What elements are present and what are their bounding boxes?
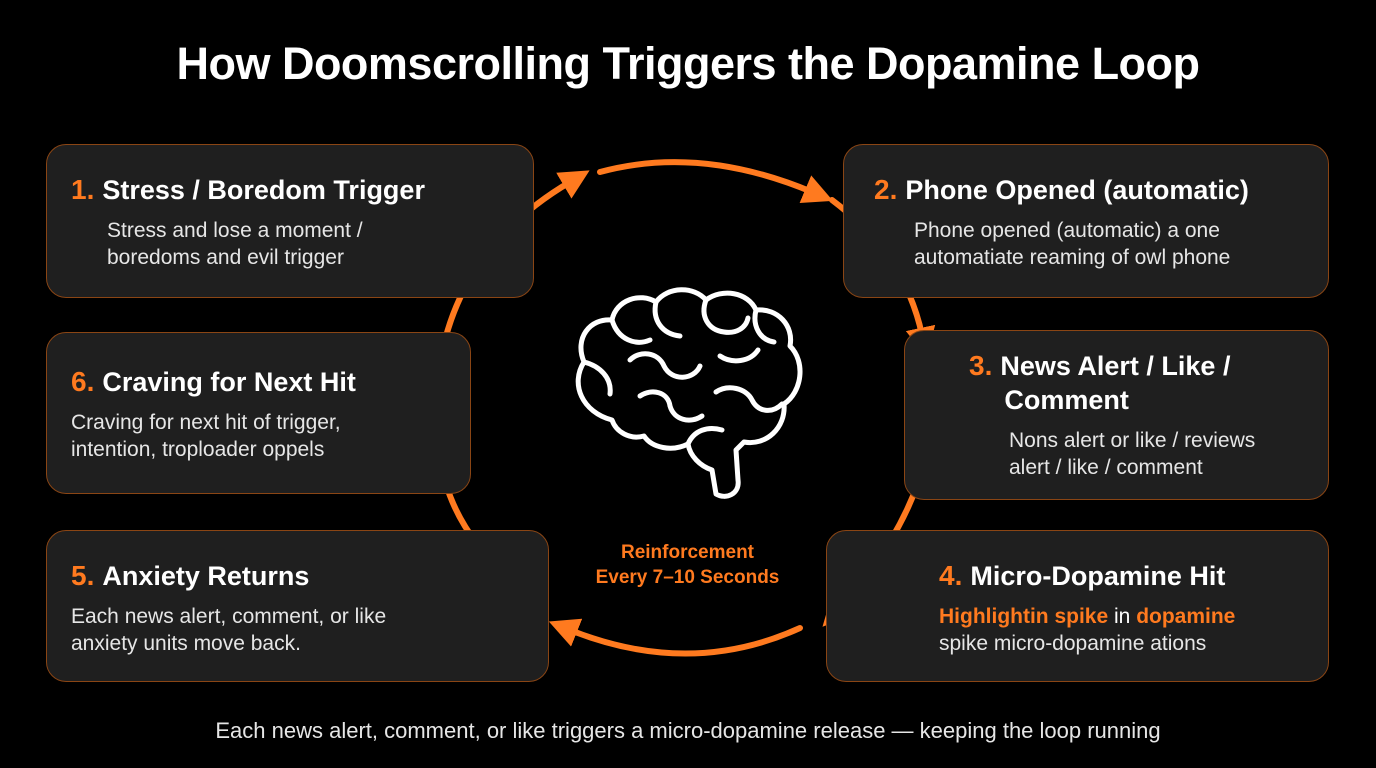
reinforcement-caption-line: Every 7–10 Seconds — [595, 567, 780, 588]
step-description-line: automatiate reaming of owl phone — [914, 246, 1231, 269]
page-title: How Doomscrolling Triggers the Dopamine … — [176, 38, 1200, 89]
step-description-line: alert / like / comment — [1009, 456, 1203, 479]
loop-arrow-4-to-5 — [548, 618, 803, 657]
footer-caption: Each news alert, comment, or like trigge… — [215, 718, 1161, 743]
step-description-line: Phone opened (automatic) a one — [914, 219, 1220, 242]
step-card-2: 2. Phone Opened (automatic) Phone opened… — [843, 144, 1329, 298]
step-card-1: 1. Stress / Boredom Trigger Stress and l… — [46, 144, 534, 298]
step-heading-line: Comment — [1004, 385, 1129, 415]
step-description-line: anxiety units move back. — [71, 632, 301, 655]
reinforcement-caption-line: Reinforcement — [620, 542, 755, 563]
step-number: 2. — [874, 174, 898, 205]
step-description-line: Each news alert, comment, or like — [71, 605, 387, 628]
step-heading: Craving for Next Hit — [102, 367, 356, 397]
step-description-line: intention, troploader oppels — [71, 438, 325, 461]
highlight-text: dopamine — [1136, 605, 1236, 628]
step-card-6: 6. Craving for Next Hit Craving for next… — [46, 332, 471, 494]
step-number: 5. — [71, 560, 95, 591]
step-heading: Micro-Dopamine Hit — [970, 561, 1226, 591]
step-description-line: boredoms and evil trigger — [107, 246, 344, 269]
brain-icon — [575, 287, 803, 499]
step-number: 6. — [71, 366, 95, 397]
highlight-text: Highlightin spike — [939, 605, 1109, 628]
step-number: 1. — [71, 174, 95, 205]
loop-arrow-1-to-2 — [597, 159, 834, 204]
step-description-line: Stress and lose a moment / — [107, 219, 363, 242]
step-number: 3. — [969, 350, 993, 381]
step-heading-line: News Alert / Like / — [1000, 351, 1231, 381]
step-card-5: 5. Anxiety Returns Each news alert, comm… — [46, 530, 549, 682]
step-heading: Phone Opened (automatic) — [905, 175, 1249, 205]
step-number: 4. — [939, 560, 963, 591]
step-heading: Anxiety Returns — [102, 561, 310, 591]
step-card-4: 4. Micro-Dopamine Hit Highlightin spike … — [826, 530, 1329, 682]
step-card-3: 3. News Alert / Like / Comment Nons aler… — [904, 330, 1329, 500]
step-description-line: Highlightin spike in dopamine — [939, 603, 1235, 630]
step-heading: Stress / Boredom Trigger — [102, 175, 425, 205]
reinforcement-caption: Reinforcement Every 7–10 Seconds — [560, 540, 815, 590]
step-description-line: Craving for next hit of trigger, — [71, 411, 341, 434]
step-description-line: Nons alert or like / reviews — [1009, 429, 1256, 452]
step-description-line: spike micro-dopamine ations — [939, 632, 1207, 655]
connector-text: in — [1108, 605, 1137, 628]
